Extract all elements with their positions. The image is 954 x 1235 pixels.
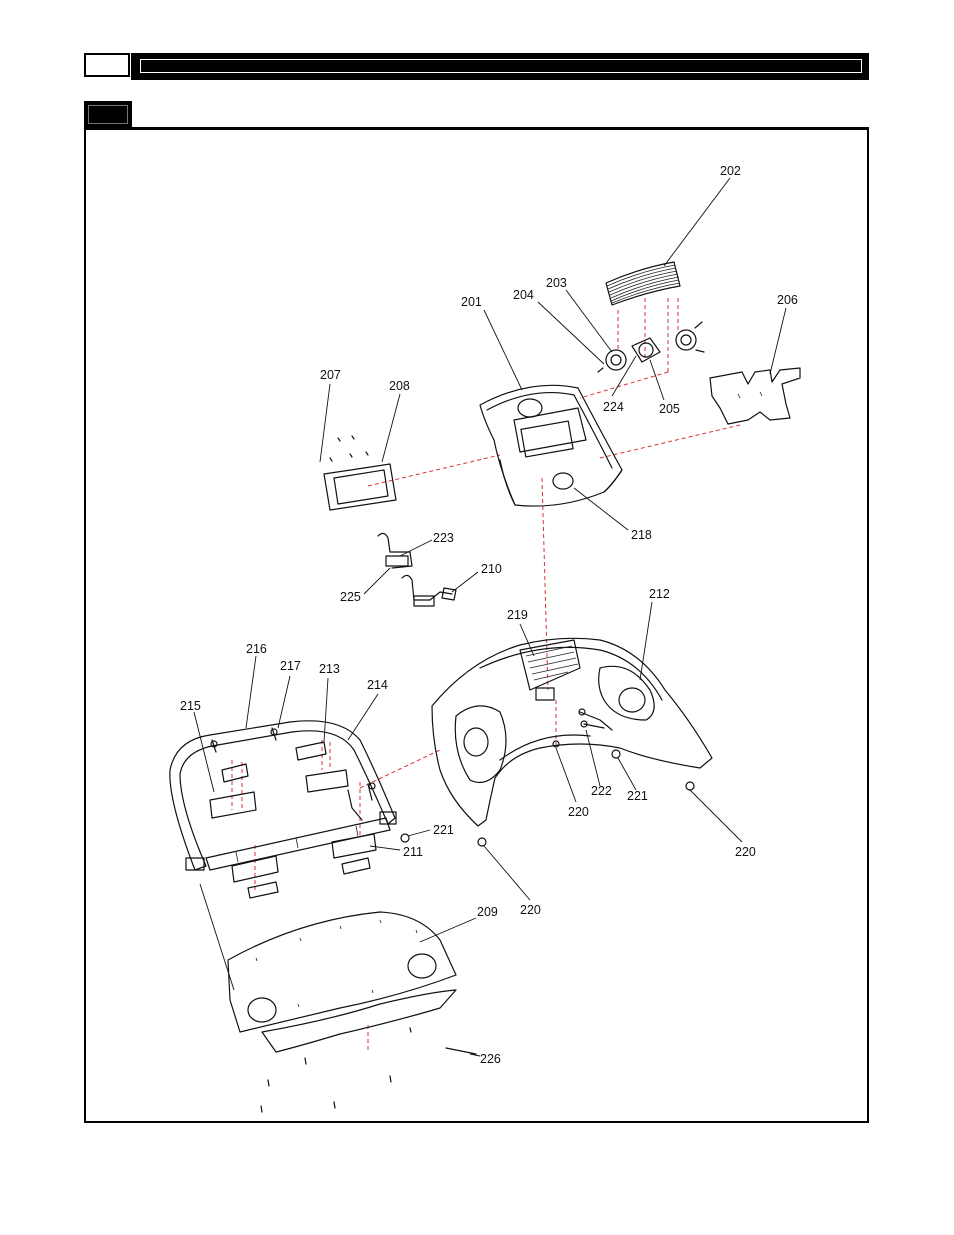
part-221-fastener-right xyxy=(612,750,620,758)
label-218: 218 xyxy=(631,528,652,542)
label-221-left: 221 xyxy=(433,823,454,837)
label-209: 209 xyxy=(477,905,498,919)
part-216-handlebar xyxy=(170,721,396,870)
label-213: 213 xyxy=(319,662,340,676)
label-203: 203 xyxy=(546,276,567,290)
part-211-grip-sensor-lower xyxy=(232,834,376,898)
part-212-console-frame xyxy=(432,638,712,826)
label-207: 207 xyxy=(320,368,341,382)
part-215-grip-sensor-left-upper xyxy=(210,764,256,818)
label-225: 225 xyxy=(340,590,361,604)
label-208: 208 xyxy=(389,379,410,393)
label-220-center: 220 xyxy=(568,805,589,819)
label-202: 202 xyxy=(720,164,741,178)
part-207-screws xyxy=(330,436,368,461)
label-211: 211 xyxy=(403,845,423,859)
part-203-speaker-right xyxy=(676,322,704,352)
label-219: 219 xyxy=(507,608,528,622)
label-223: 223 xyxy=(433,531,454,545)
label-220-right: 220 xyxy=(735,845,756,859)
label-221-right: 221 xyxy=(627,789,648,803)
label-204: 204 xyxy=(513,288,534,302)
label-224: 224 xyxy=(603,400,624,414)
part-221-fastener-left xyxy=(401,834,409,842)
part-204-speaker-left xyxy=(598,350,626,372)
label-210: 210 xyxy=(481,562,502,576)
leader-lines xyxy=(194,178,786,1056)
part-205-speaker-center xyxy=(632,338,660,362)
part-210-cable xyxy=(402,575,456,606)
label-220-left: 220 xyxy=(520,903,541,917)
label-216: 216 xyxy=(246,642,267,656)
part-209-lower-cover xyxy=(228,912,456,1052)
part-201-console-housing xyxy=(480,385,622,506)
label-206: 206 xyxy=(777,293,798,307)
label-215: 215 xyxy=(180,699,201,713)
label-226: 226 xyxy=(480,1052,501,1066)
part-202-speaker-grille xyxy=(606,262,680,305)
label-214: 214 xyxy=(367,678,388,692)
part-222-wire xyxy=(579,709,612,730)
label-217: 217 xyxy=(280,659,301,673)
label-222: 222 xyxy=(591,784,612,798)
part-labels: 202 203 204 201 206 207 208 224 205 218 … xyxy=(180,164,798,1066)
part-214-wires xyxy=(348,783,375,820)
label-212: 212 xyxy=(649,587,670,601)
part-206-cover-sheet xyxy=(710,368,800,424)
part-208-display-window xyxy=(324,464,396,510)
label-205: 205 xyxy=(659,402,680,416)
part-223-225-cable xyxy=(378,533,412,568)
part-220-feet xyxy=(478,741,694,846)
label-201: 201 xyxy=(461,295,482,309)
